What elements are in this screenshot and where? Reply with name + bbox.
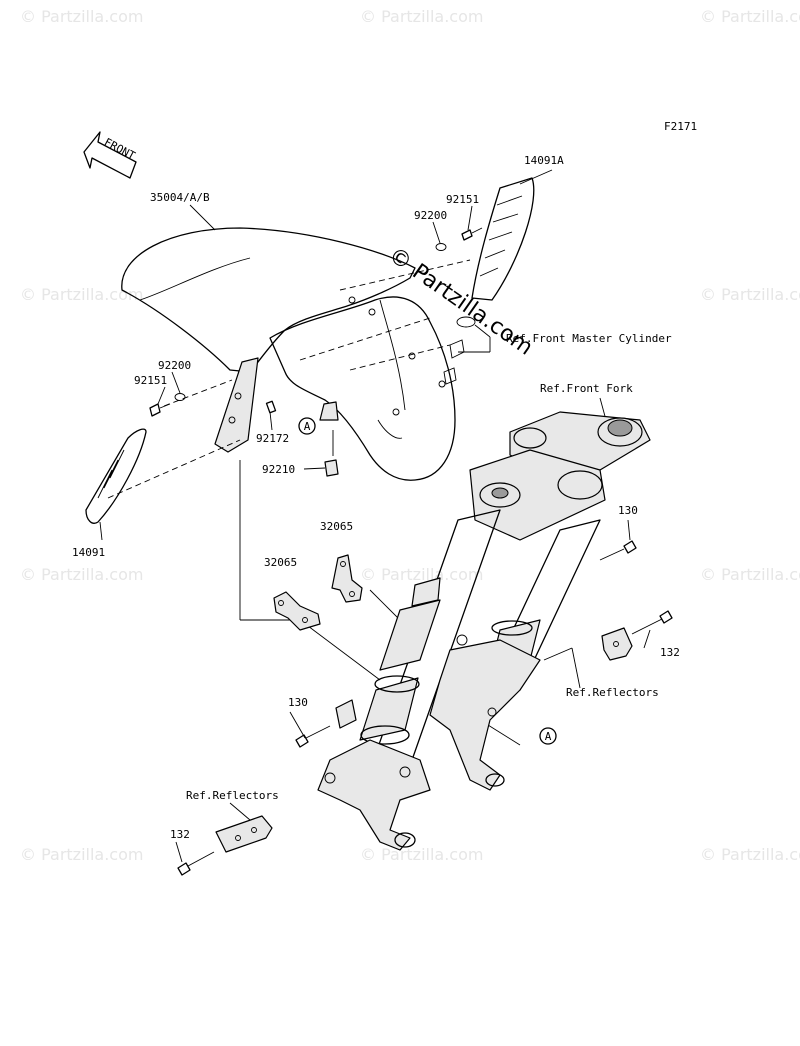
callout-marker-a-upper: A xyxy=(298,417,316,435)
watermark-layer: © Partzilla.com © Partzilla.com © Partzi… xyxy=(20,7,800,864)
watermark: © Partzilla.com xyxy=(360,7,483,26)
bracket-32065-upper xyxy=(331,554,363,603)
bolt-132-left xyxy=(177,851,215,876)
watermark: © Partzilla.com xyxy=(20,285,143,304)
bolt-92151-right xyxy=(461,227,483,241)
fender-side-bracket-left xyxy=(214,357,259,453)
watermark: © Partzilla.com xyxy=(700,565,800,584)
front-label: FRONT xyxy=(102,136,138,163)
label-130-right: 130 xyxy=(618,504,638,517)
leader-lines xyxy=(99,169,651,863)
label-92200-left: 92200 xyxy=(158,359,191,372)
nut-92210 xyxy=(324,459,339,477)
label-92151-right: 92151 xyxy=(446,193,479,206)
watermark: © Partzilla.com xyxy=(360,845,483,864)
ref-reflectors-right: Ref.Reflectors xyxy=(566,686,659,699)
label-32065-lower: 32065 xyxy=(264,556,297,569)
watermark: © Partzilla.com xyxy=(20,565,143,584)
front-direction-arrow: FRONT xyxy=(83,131,138,179)
reflector-bracket-left xyxy=(215,815,273,853)
watermark: © Partzilla.com xyxy=(700,7,800,26)
callout-marker-a-lower: A xyxy=(539,727,557,745)
bracket-32065-lower xyxy=(273,591,321,631)
part-labels: 35004/A/B 14091A 92151 92200 92200 92151… xyxy=(72,154,680,841)
label-132-left: 132 xyxy=(170,828,190,841)
label-92172: 92172 xyxy=(256,432,289,445)
washer-92200-left xyxy=(174,393,186,401)
bolt-130-right xyxy=(599,540,637,561)
bolt-92151-left xyxy=(149,403,171,417)
watermark: © Partzilla.com xyxy=(20,845,143,864)
label-92200-right: 92200 xyxy=(414,209,447,222)
label-35004: 35004/A/B xyxy=(150,191,210,204)
ref-front-master-cylinder: Ref.Front Master Cylinder xyxy=(506,332,672,345)
clip-bracket xyxy=(319,401,339,421)
label-92151-left: 92151 xyxy=(134,374,167,387)
ref-front-fork: Ref.Front Fork xyxy=(540,382,633,395)
bolt-132-right xyxy=(631,610,673,635)
label-130-left: 130 xyxy=(288,696,308,709)
front-fork-assembly xyxy=(317,411,651,851)
fender-cover-right xyxy=(471,177,535,301)
label-14091: 14091 xyxy=(72,546,105,559)
watermark: © Partzilla.com xyxy=(700,285,800,304)
washer-92200-right xyxy=(435,243,447,251)
bolt-130-left xyxy=(295,725,331,748)
watermark: © Partzilla.com xyxy=(360,565,483,584)
label-14091a: 14091A xyxy=(524,154,564,167)
stud-92172 xyxy=(265,400,277,414)
reflector-bracket-right xyxy=(601,627,633,661)
watermark: © Partzilla.com xyxy=(700,845,800,864)
label-92210: 92210 xyxy=(262,463,295,476)
figure-code: F2171 xyxy=(664,120,697,133)
fender-cover-left xyxy=(85,428,147,524)
watermark: © Partzilla.com xyxy=(20,7,143,26)
label-32065-upper: 32065 xyxy=(320,520,353,533)
svg-text:A: A xyxy=(304,420,311,433)
front-fender xyxy=(121,227,456,481)
label-132-right: 132 xyxy=(660,646,680,659)
svg-text:A: A xyxy=(545,730,552,743)
master-cylinder-fitting xyxy=(443,316,476,385)
ref-reflectors-left: Ref.Reflectors xyxy=(186,789,279,802)
